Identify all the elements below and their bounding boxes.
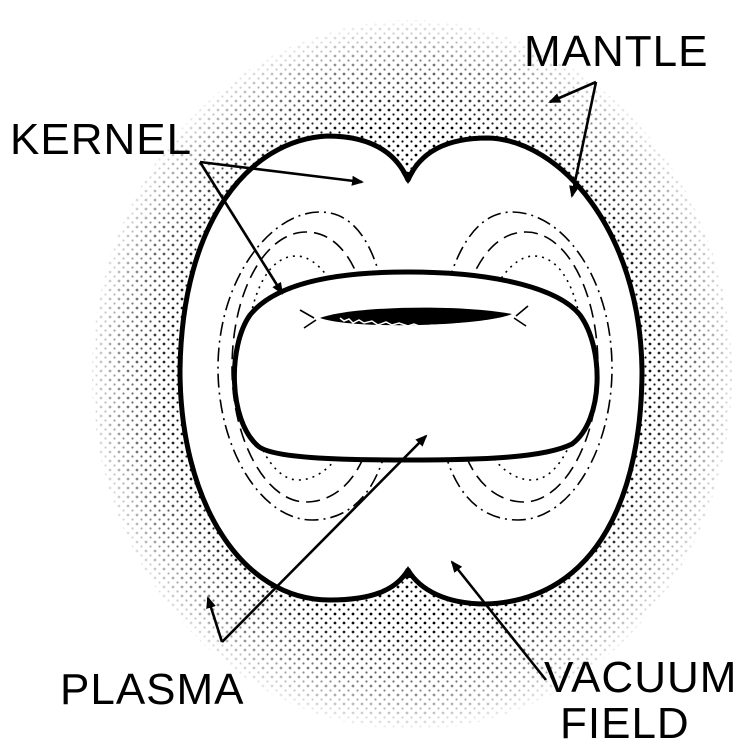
plasma-torus bbox=[234, 272, 597, 460]
label-vacuum: VACUUM bbox=[544, 653, 737, 702]
label-plasma: PLASMA bbox=[60, 665, 245, 714]
label-mantle: MANTLE bbox=[524, 27, 708, 76]
label-kernel: KERNEL bbox=[10, 115, 192, 164]
label-field: FIELD bbox=[560, 699, 690, 748]
